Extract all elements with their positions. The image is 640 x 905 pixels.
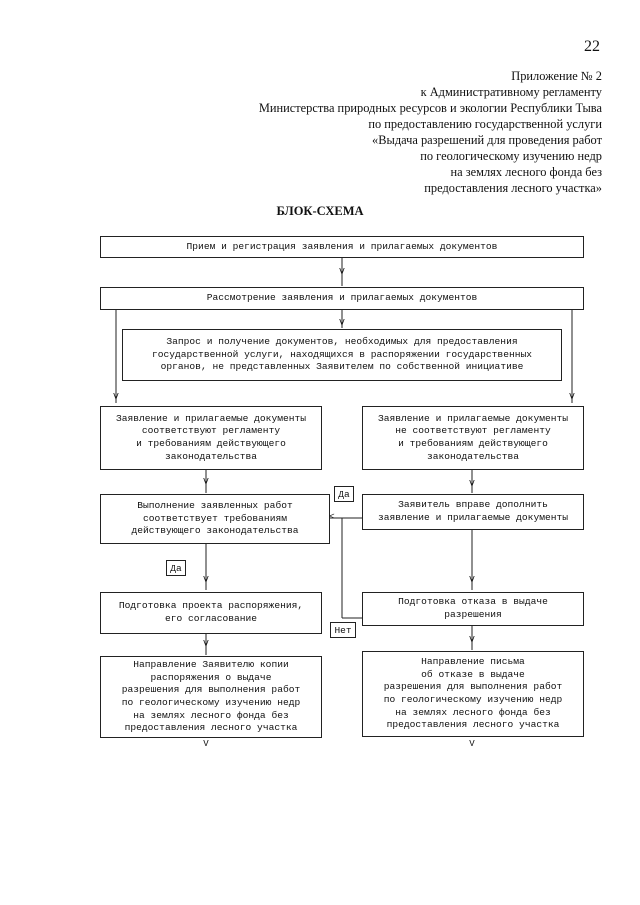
box-text-line: действующего законодательства — [131, 525, 299, 537]
box-text-line: и требованиям действующего — [398, 438, 548, 449]
appendix-line: по геологическому изучению недр — [420, 149, 602, 163]
box-text-line: разрешения — [444, 609, 502, 620]
box-text-line: Подготовка проекта распоряжения, — [118, 600, 304, 612]
box-text-line: государственной услуги, находящихся в ра… — [152, 348, 532, 360]
box-text-line: Направление письма — [421, 656, 525, 668]
box-text-line: Подготовка отказа в выдаче — [398, 596, 548, 608]
arrow-down-icon: V — [469, 479, 475, 489]
appendix-header: Приложение № 2 к Административному регла… — [182, 68, 602, 196]
arrow-down-icon: V — [339, 318, 345, 328]
no-tag: Нет — [330, 622, 356, 638]
compliant-box: Заявление и прилагаемые документы соотве… — [100, 406, 322, 470]
refusal-box: Подготовка отказа в выдаче разрешения — [362, 592, 584, 626]
request-box: Запрос и получение документов, необходим… — [122, 329, 562, 381]
box-text-line: разрешения для выполнения работ — [121, 684, 301, 696]
box-text-line: на землях лесного фонда без — [395, 706, 551, 718]
box-text-line: распоряжения о выдаче — [150, 671, 272, 683]
box-text-line: законодательства — [426, 450, 520, 462]
box-text-line: предоставления лесного участка — [386, 719, 560, 731]
box-text-line: Заявитель вправе дополнить — [398, 499, 548, 511]
box-text-line: не соответствуют регламенту — [395, 425, 551, 437]
box-text-line: Запрос и получение документов, необходим… — [166, 336, 518, 348]
arrow-down-icon: V — [469, 635, 475, 645]
box-text-line: Выполнение заявленных работ — [137, 500, 293, 512]
arrow-down-icon: V — [203, 575, 209, 585]
appendix-line: по предоставлению государственной услуги — [368, 117, 602, 131]
appendix-line: предоставления лесного участка» — [424, 181, 602, 195]
box-text-line: по геологическому изучению недр — [121, 697, 301, 708]
document-title: БЛОК-СХЕМА — [276, 204, 364, 218]
box-text-line: Заявление и прилагаемые документы — [378, 412, 568, 424]
works-check-box: Выполнение заявленных работ соответствуе… — [100, 494, 330, 544]
send-refusal-box: Направление письма об отказе в выдаче ра… — [362, 651, 584, 737]
arrow-down-icon: V — [203, 639, 209, 649]
arrow-left-icon: < — [329, 512, 335, 522]
box-text-line: предоставления лесного участка — [124, 722, 298, 734]
box-text-line: об отказе в выдаче — [421, 668, 525, 680]
send-copy-box: Направление Заявителю копии распоряжения… — [100, 656, 322, 738]
appendix-line: Министерства природных ресурсов и эколог… — [258, 101, 602, 115]
box-text-line: разрешения для выполнения работ — [383, 681, 563, 693]
arrow-down-icon: V — [203, 477, 209, 487]
arrow-down-icon: V — [469, 575, 475, 585]
appendix-line: Приложение № 2 — [511, 69, 602, 83]
arrow-down-icon: V — [113, 392, 119, 402]
arrow-down-icon: V — [569, 392, 575, 402]
box-text-line: его согласование — [164, 613, 258, 624]
reception-box: Прием и регистрация заявления и прилагае… — [100, 236, 584, 258]
box-text-line: законодательства — [164, 450, 258, 462]
page-number: 22 — [584, 38, 600, 55]
appendix-line: «Выдача разрешений для проведения работ — [372, 133, 602, 147]
box-text-line: и требованиям действующего — [136, 438, 286, 449]
noncompliant-box: Заявление и прилагаемые документы не соо… — [362, 406, 584, 470]
arrow-down-icon: V — [339, 267, 345, 277]
draft-order-box: Подготовка проекта распоряжения, его сог… — [100, 592, 322, 634]
box-text-line: Рассмотрение заявления и прилагаемых док… — [206, 292, 478, 304]
appendix-line: к Административному регламенту — [420, 85, 602, 99]
box-text-line: на землях лесного фонда без — [133, 709, 289, 721]
box-text-line: Заявление и прилагаемые документы — [116, 412, 306, 424]
supplement-box: Заявитель вправе дополнить заявление и п… — [362, 494, 584, 530]
yes-tag-right: Да — [334, 486, 354, 502]
appendix-line: на землях лесного фонда без — [450, 165, 602, 179]
arrow-down-icon: V — [203, 739, 209, 749]
box-text-line: соответствует требованиям — [143, 512, 287, 524]
review-box: Рассмотрение заявления и прилагаемых док… — [100, 287, 584, 310]
box-text-line: по геологическому изучению недр — [383, 694, 563, 705]
yes-tag-left: Да — [166, 560, 186, 576]
box-text-line: заявление и прилагаемые документы — [378, 512, 568, 523]
box-text-line: соответствуют регламенту — [141, 425, 281, 437]
box-text-line: органов, не представленных Заявителем по… — [160, 361, 524, 373]
box-text-line: Прием и регистрация заявления и прилагае… — [186, 240, 498, 252]
box-text-line: Направление Заявителю копии — [133, 659, 289, 671]
arrow-down-icon: V — [469, 739, 475, 749]
